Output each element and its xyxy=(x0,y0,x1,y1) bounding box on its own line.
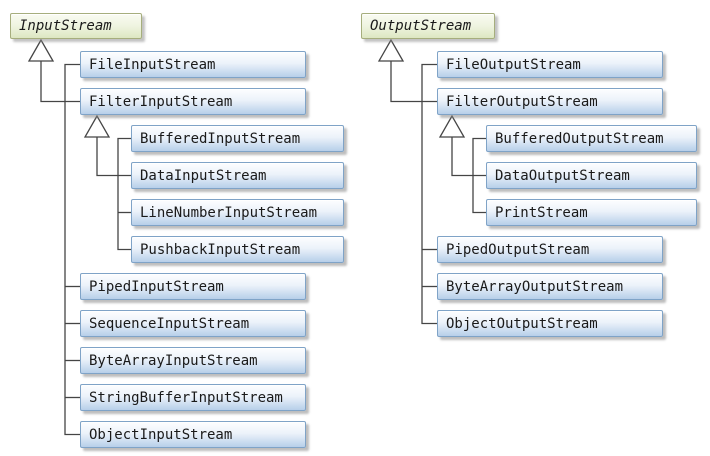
filterinputstream-trunk-line xyxy=(117,137,131,251)
class-node-fileinputstream: FileInputStream xyxy=(80,51,306,78)
class-node-inputstream: InputStream xyxy=(10,13,142,39)
class-node-pipedoutputstream: PipedOutputStream xyxy=(437,236,663,263)
inheritance-line-inputstream xyxy=(40,61,80,103)
class-node-bufferedoutputstream: BufferedOutputStream xyxy=(486,125,697,152)
inheritance-arrowhead-filterinputstream xyxy=(83,114,111,138)
class-node-bytearrayinputstream: ByteArrayInputStream xyxy=(80,347,306,374)
inheritance-arrowhead-filteroutputstream xyxy=(438,114,466,138)
class-node-outputstream: OutputStream xyxy=(361,13,495,39)
class-node-pipedinputstream: PipedInputStream xyxy=(80,273,306,300)
class-node-fileoutputstream: FileOutputStream xyxy=(437,51,663,78)
inheritance-line-outputstream xyxy=(390,61,437,103)
inheritance-line-filteroutputstream xyxy=(451,137,486,177)
class-node-pushbackinputstream: PushbackInputStream xyxy=(131,236,344,263)
class-node-bufferedinputstream: BufferedInputStream xyxy=(131,125,344,152)
class-node-sequenceinputstream: SequenceInputStream xyxy=(80,310,306,337)
class-node-linenumberinputstream: LineNumberInputStream xyxy=(131,199,344,226)
class-node-objectoutputstream: ObjectOutputStream xyxy=(437,310,663,337)
inheritance-arrowhead-inputstream xyxy=(27,38,55,62)
class-node-stringbufferinputstream: StringBufferInputStream xyxy=(80,384,306,411)
inputstream-trunk-line xyxy=(64,63,80,436)
class-node-dataoutputstream: DataOutputStream xyxy=(486,162,697,189)
inheritance-line-filterinputstream xyxy=(96,137,131,177)
class-node-filteroutputstream: FilterOutputStream xyxy=(437,88,663,115)
filteroutputstream-trunk-line xyxy=(472,137,486,214)
outputstream-trunk-line xyxy=(421,63,437,325)
class-node-datainputstream: DataInputStream xyxy=(131,162,344,189)
inheritance-arrowhead-outputstream xyxy=(377,38,405,62)
class-node-filterinputstream: FilterInputStream xyxy=(80,88,306,115)
class-node-bytearrayoutputstream: ByteArrayOutputStream xyxy=(437,273,663,300)
class-node-printstream: PrintStream xyxy=(486,199,697,226)
class-node-objectinputstream: ObjectInputStream xyxy=(80,421,306,448)
